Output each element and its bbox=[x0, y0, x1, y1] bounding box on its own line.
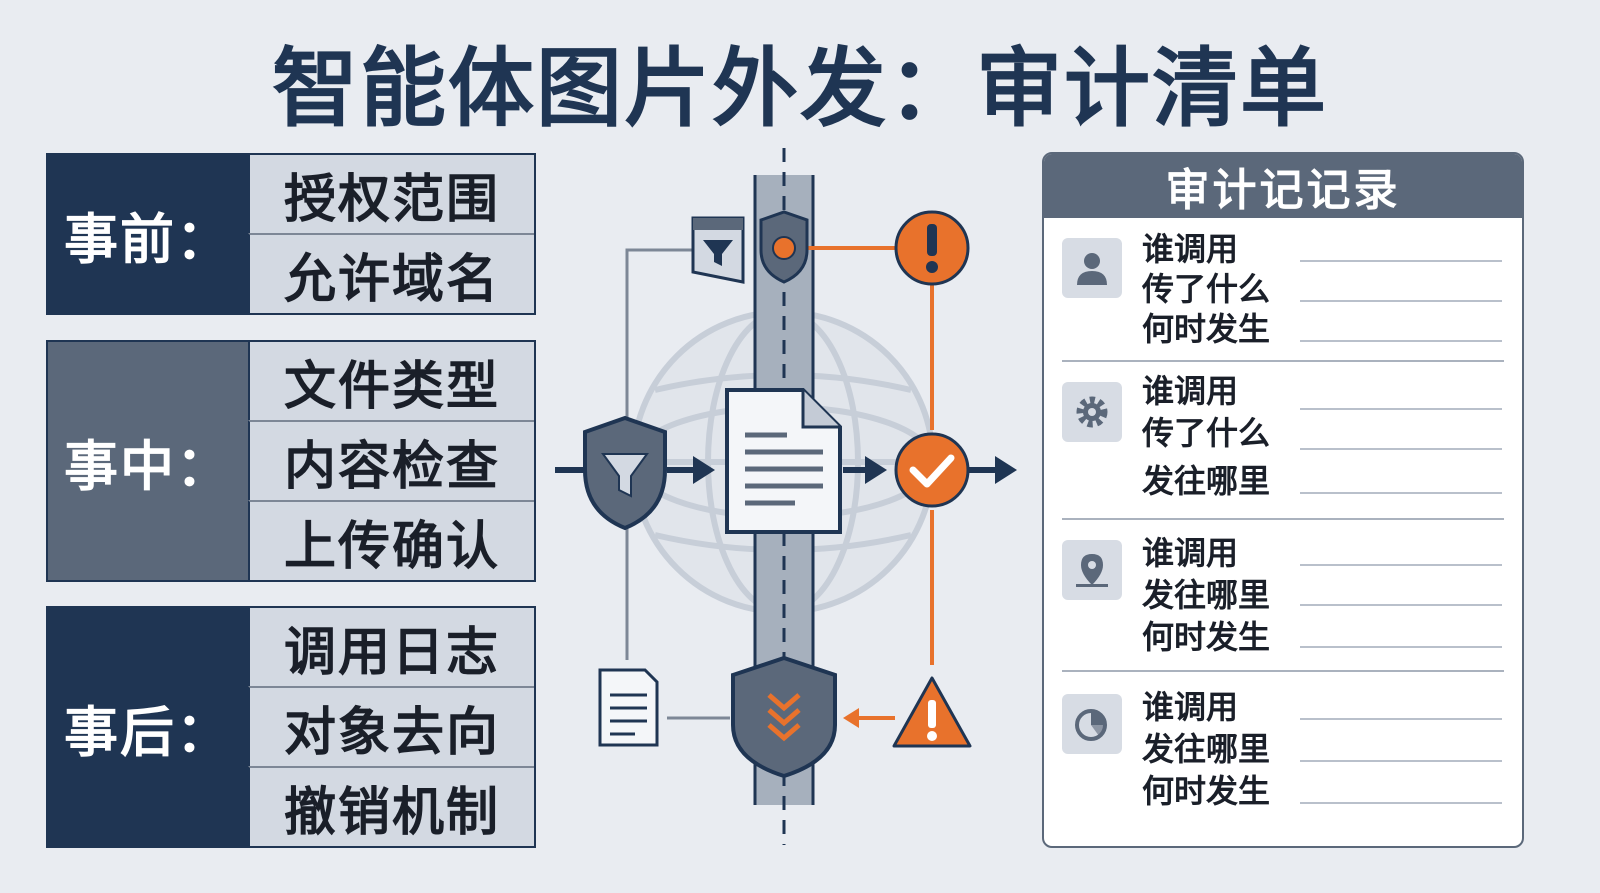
phase-item: 内容检查 bbox=[248, 420, 534, 500]
record-line: 谁调用 bbox=[1142, 534, 1239, 572]
user-icon bbox=[1062, 238, 1122, 298]
phase-item: 对象去向 bbox=[248, 686, 534, 766]
record-line: 谁调用 bbox=[1142, 230, 1239, 268]
record-line: 传了什么 bbox=[1142, 414, 1271, 452]
record-line: 何时发生 bbox=[1142, 310, 1271, 348]
phase-during: 事中： 文件类型 内容检查 上传确认 bbox=[46, 340, 536, 582]
alert-circle-icon bbox=[894, 210, 970, 286]
shield-small-icon bbox=[759, 210, 809, 284]
record-line: 谁调用 bbox=[1142, 688, 1239, 726]
phase-after-label: 事后： bbox=[48, 608, 248, 846]
phase-before-label: 事前： bbox=[48, 155, 248, 313]
phase-after: 事后： 调用日志 对象去向 撤销机制 bbox=[46, 606, 536, 848]
check-circle-icon bbox=[894, 432, 970, 508]
phase-item: 调用日志 bbox=[248, 608, 534, 686]
document-icon bbox=[725, 388, 842, 534]
location-icon bbox=[1062, 540, 1122, 600]
record-line: 发往哪里 bbox=[1142, 730, 1271, 768]
phase-item: 授权范围 bbox=[248, 155, 534, 233]
phase-item: 上传确认 bbox=[248, 500, 534, 580]
record-line: 发往哪里 bbox=[1142, 576, 1271, 614]
phase-before: 事前： 授权范围 允许域名 bbox=[46, 153, 536, 315]
record-line: 何时发生 bbox=[1142, 772, 1271, 810]
flow-diagram bbox=[555, 148, 1017, 845]
phase-item: 文件类型 bbox=[248, 342, 534, 420]
phase-item: 允许域名 bbox=[248, 233, 534, 313]
filter-shield-icon bbox=[583, 415, 667, 531]
warning-triangle-icon bbox=[892, 676, 972, 748]
revoke-shield-icon bbox=[731, 655, 837, 779]
phase-during-label: 事中： bbox=[48, 342, 248, 580]
record-line: 传了什么 bbox=[1142, 270, 1271, 308]
record-line: 谁调用 bbox=[1142, 372, 1239, 410]
page-title: 智能体图片外发：审计清单 bbox=[272, 39, 1328, 139]
record-line: 发往哪里 bbox=[1142, 462, 1271, 500]
gear-icon bbox=[1062, 382, 1122, 442]
audit-record-panel: 审计记记录 谁调用 传了什么 何时发生 谁调用 传了什么 发往哪里 谁调用 发往… bbox=[1042, 152, 1524, 848]
phase-item: 撤销机制 bbox=[248, 766, 534, 846]
pie-chart-icon bbox=[1062, 694, 1122, 754]
filter-document-icon bbox=[691, 216, 745, 284]
record-line: 何时发生 bbox=[1142, 618, 1271, 656]
audit-title: 审计记记录 bbox=[1044, 154, 1522, 218]
log-document-icon bbox=[598, 668, 659, 747]
